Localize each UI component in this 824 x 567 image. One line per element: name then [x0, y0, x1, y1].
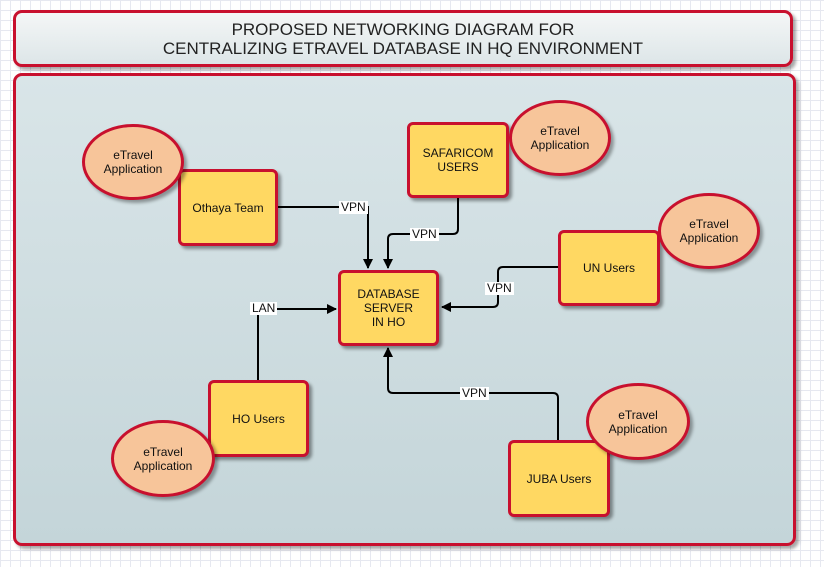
title-line-1: PROPOSED NETWORKING DIAGRAM FOR: [231, 19, 575, 39]
node-safaricom-users: SAFARICOM USERS: [407, 122, 509, 198]
edge-label-juba: VPN: [460, 386, 489, 400]
edge-label-un: VPN: [485, 281, 514, 295]
title-line-2: CENTRALIZING ETRAVEL DATABASE IN HQ ENVI…: [162, 38, 644, 58]
oval-etravel-juba: eTravel Application: [586, 383, 690, 460]
node-un-users: UN Users: [558, 230, 660, 306]
node-ho-users: HO Users: [208, 380, 309, 457]
oval-etravel-othaya: eTravel Application: [82, 124, 184, 200]
node-juba-users: JUBA Users: [508, 440, 610, 517]
oval-etravel-safaricom: eTravel Application: [509, 100, 611, 176]
oval-etravel-ho: eTravel Application: [111, 420, 215, 497]
edge-ho-server: [257, 304, 337, 380]
edge-label-othaya: VPN: [339, 200, 368, 214]
diagram-title: PROPOSED NETWORKING DIAGRAM FOR CENTRALI…: [13, 10, 793, 67]
edge-label-safaricom: VPN: [410, 227, 439, 241]
node-othaya-team: Othaya Team: [178, 169, 278, 246]
edge-othaya-server: [278, 206, 373, 269]
edge-label-ho: LAN: [250, 301, 278, 315]
oval-etravel-un: eTravel Application: [658, 193, 760, 269]
node-database-server: DATABASE SERVER IN HO: [338, 270, 439, 346]
